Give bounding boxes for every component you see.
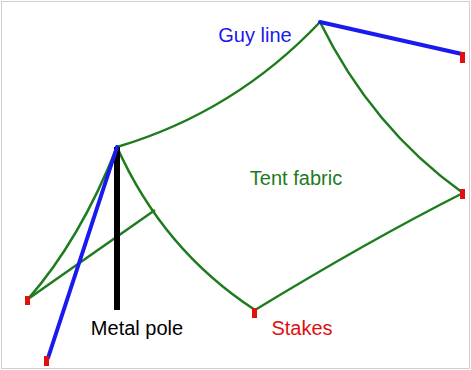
tent-fabric-outline (28, 22, 463, 310)
stakes (25, 52, 465, 366)
pole-label: Metal pole (91, 318, 183, 338)
metal-pole (114, 147, 120, 310)
guy-line-label: Guy line (218, 25, 291, 45)
guy-lines (48, 22, 462, 358)
stakes-label: Stakes (271, 318, 332, 338)
fabric-label: Tent fabric (250, 168, 342, 188)
